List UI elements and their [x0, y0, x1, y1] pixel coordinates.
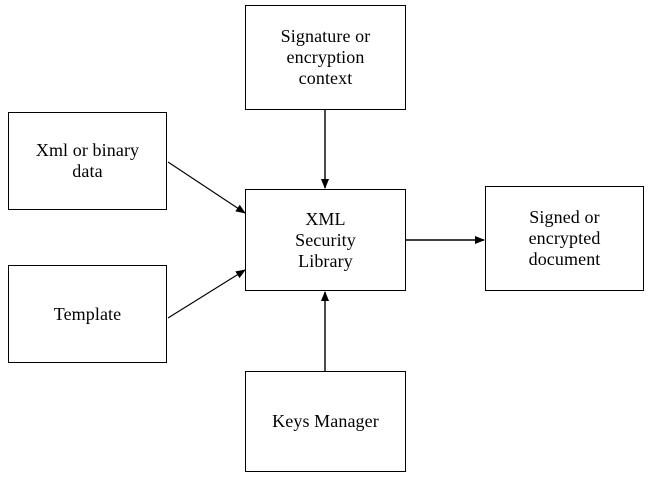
node-label: Signature or encryption context	[280, 26, 371, 88]
edge-data-to-library	[167, 161, 246, 214]
node-label: Keys Manager	[272, 411, 379, 431]
edge-template-to-library	[167, 269, 246, 319]
node-xml-security-library[interactable]: XML Security Library	[245, 189, 406, 291]
node-xml-or-binary-data[interactable]: Xml or binary data	[8, 112, 167, 210]
node-signature-or-encryption-context[interactable]: Signature or encryption context	[245, 5, 406, 110]
node-label: Template	[53, 303, 122, 324]
node-keys-manager[interactable]: Keys Manager	[245, 371, 406, 472]
node-label: XML Security Library	[295, 208, 356, 271]
node-signed-or-encrypted-document[interactable]: Signed or encrypted document	[485, 186, 644, 291]
node-label: Signed or encrypted document	[528, 207, 601, 269]
node-label: Xml or binary data	[35, 140, 140, 181]
node-template[interactable]: Template	[8, 265, 167, 363]
